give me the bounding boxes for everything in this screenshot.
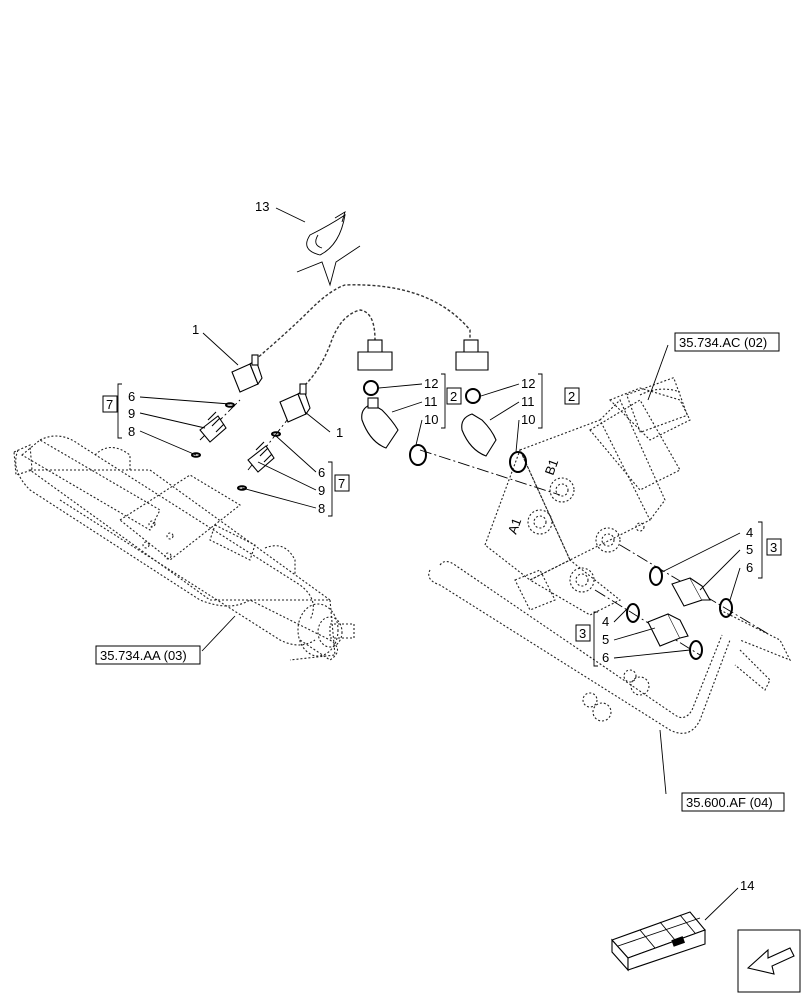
group-brackets <box>117 373 763 667</box>
callout-11a: 11 <box>424 394 438 409</box>
callout-labels: 13 1 6 9 8 1 6 9 8 12 11 10 12 11 10 4 5… <box>128 199 754 893</box>
control-valve-block: A1 B1 <box>484 376 691 616</box>
port-a1-label: A1 <box>505 516 525 536</box>
callout-6d: 6 <box>602 650 609 665</box>
reference-boxes: 35.734.AC (02) 35.734.AA (03) 35.600.AF … <box>95 332 785 812</box>
ref-35-734-aa[interactable]: 35.734.AA (03) <box>100 648 187 663</box>
callout-6a: 6 <box>128 389 135 404</box>
callout-6c: 6 <box>746 560 753 575</box>
parts-crate-icon <box>611 911 706 972</box>
callout-12a: 12 <box>424 376 438 391</box>
callout-10a: 10 <box>424 412 438 427</box>
callout-1b: 1 <box>336 425 343 440</box>
group-7b: 7 <box>338 476 345 491</box>
callout-12b: 12 <box>521 376 535 391</box>
cable-tie <box>296 211 361 287</box>
hydraulic-hoses <box>254 284 471 386</box>
callout-9b: 9 <box>318 483 325 498</box>
group-2b: 2 <box>568 389 575 404</box>
callout-1a: 1 <box>192 322 199 337</box>
elbow-fitting-set-a <box>357 339 427 466</box>
navigation-arrow-icon <box>737 929 801 993</box>
callout-10b: 10 <box>521 412 535 427</box>
ref-35-734-ac[interactable]: 35.734.AC (02) <box>679 335 767 350</box>
callout-8a: 8 <box>128 424 135 439</box>
left-fitting-set-b <box>237 383 311 491</box>
group-7a: 7 <box>106 397 113 412</box>
callout-5a: 5 <box>746 542 753 557</box>
hydraulic-cylinder <box>13 435 355 661</box>
leader-lines <box>139 207 741 921</box>
callout-11b: 11 <box>521 394 535 409</box>
valve-port-fitting-upper <box>649 566 733 618</box>
callout-4b: 4 <box>602 614 609 629</box>
callout-14: 14 <box>740 878 754 893</box>
valve-port-fitting-lower <box>626 603 703 660</box>
callout-8b: 8 <box>318 501 325 516</box>
group-number-boxes: 7 7 2 2 3 3 <box>102 387 782 642</box>
elbow-fitting-set-b <box>455 339 527 473</box>
callout-9a: 9 <box>128 406 135 421</box>
callout-6b: 6 <box>318 465 325 480</box>
group-2a: 2 <box>450 389 457 404</box>
group-3a: 3 <box>770 540 777 555</box>
mounting-frame <box>428 560 792 734</box>
callout-5b: 5 <box>602 632 609 647</box>
callout-4a: 4 <box>746 525 753 540</box>
group-3b: 3 <box>579 626 586 641</box>
ref-35-600-af[interactable]: 35.600.AF (04) <box>686 795 773 810</box>
callout-13: 13 <box>255 199 269 214</box>
left-fitting-set-a <box>191 354 263 458</box>
port-b1-label: B1 <box>542 457 562 477</box>
